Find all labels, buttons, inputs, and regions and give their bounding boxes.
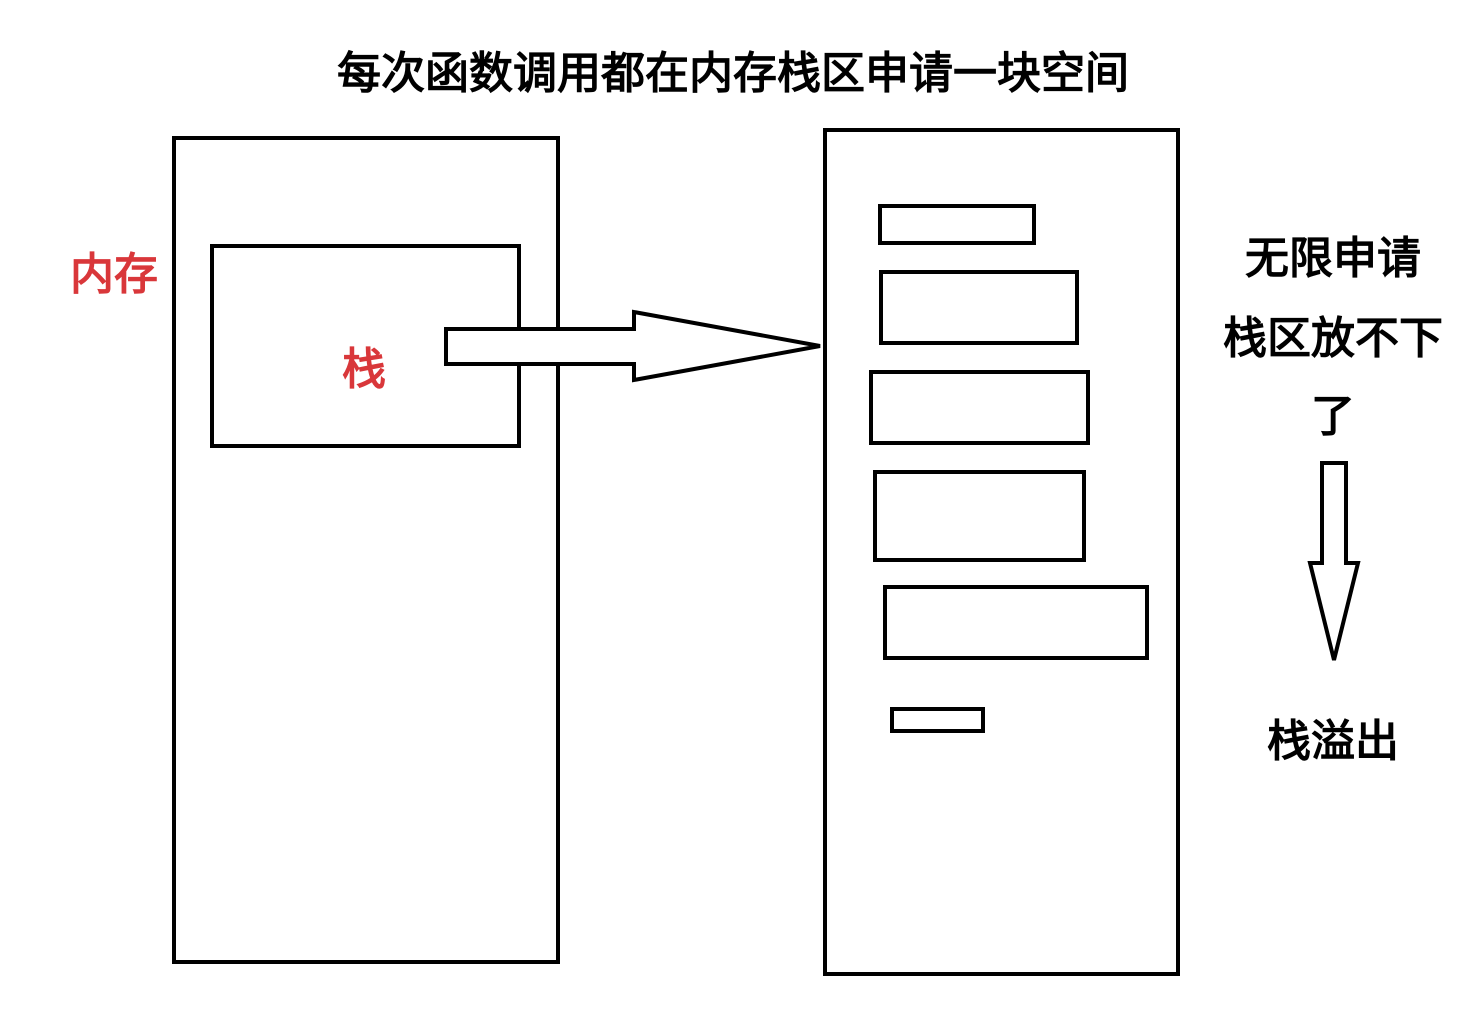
- diagram-title: 每次函数调用都在内存栈区申请一块空间: [337, 48, 1129, 99]
- stack-frame-block: [883, 585, 1149, 660]
- expand-arrow: [444, 309, 821, 383]
- note-line-3: 了: [1311, 391, 1355, 442]
- stack-frame-block: [878, 204, 1036, 245]
- memory-label: 内存: [70, 249, 158, 300]
- stack-frame-block: [869, 370, 1090, 445]
- stack-frame-block: [890, 707, 985, 733]
- down-arrow: [1307, 461, 1361, 661]
- note-line-1: 无限申请: [1245, 233, 1421, 284]
- result-label: 栈溢出: [1267, 716, 1399, 767]
- memory-box: [172, 136, 560, 964]
- stack-label: 栈: [342, 344, 386, 395]
- stack-frame-block: [879, 270, 1079, 345]
- expanded-stack-box: [823, 128, 1180, 976]
- note-line-2: 栈区放不下: [1223, 313, 1443, 364]
- stack-frame-block: [873, 470, 1086, 562]
